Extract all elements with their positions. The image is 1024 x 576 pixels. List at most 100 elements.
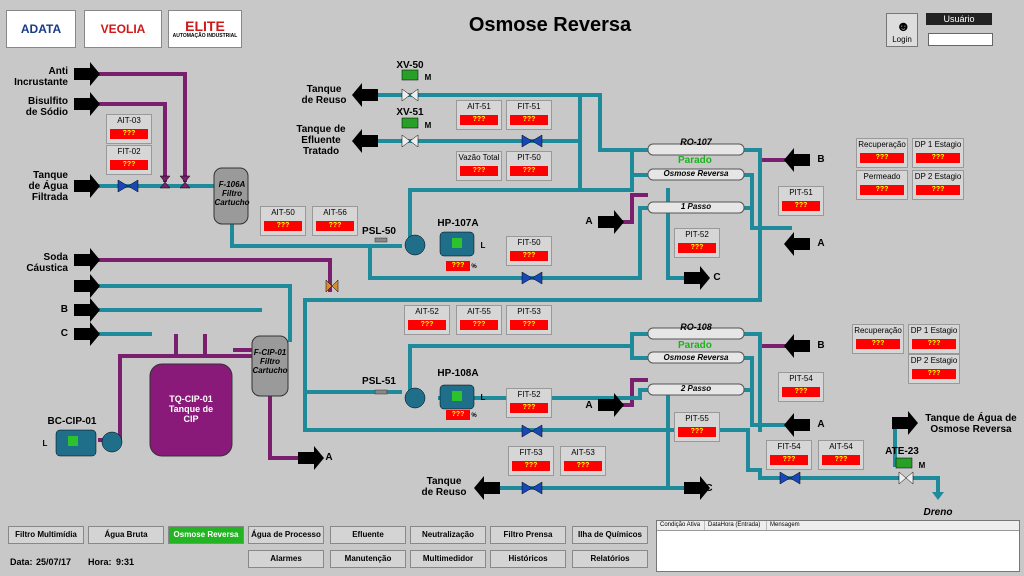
xv51-m-label: M <box>424 121 432 130</box>
veolia-logo: VEOLIA <box>84 10 162 48</box>
date-label: Data: <box>10 557 33 567</box>
ate23-label: ATE-23 <box>885 446 919 457</box>
ait55-display: AIT-55??? <box>456 305 502 335</box>
alarm-col-datahora: DataHora (Entrada) <box>705 521 767 530</box>
connector-a-3: A <box>817 238 825 249</box>
fit51-display: FIT-51??? <box>506 100 552 130</box>
alarm-col-condicao: Condição Ativa <box>657 521 705 530</box>
hp107a-value: ??? <box>446 261 470 271</box>
nav-manutencao[interactable]: Manutenção <box>330 550 406 568</box>
user-field[interactable] <box>928 33 993 46</box>
time-label: Hora: <box>88 557 112 567</box>
pit54-display: PIT-54??? <box>778 372 824 402</box>
bisulfito-label: Bisulfito de Sódio <box>25 96 68 118</box>
ro108-status: Parado <box>678 340 712 351</box>
nav-filtro-prensa[interactable]: Filtro Prensa <box>490 526 566 544</box>
ait56-display: AIT-56??? <box>312 206 358 236</box>
connector-a-4: A <box>817 419 825 430</box>
hp108a-value: ??? <box>446 410 470 420</box>
fit54-display: FIT-54??? <box>766 440 812 470</box>
nav-osmose-reversa[interactable]: Osmose Reversa <box>168 526 244 544</box>
ait54-display: AIT-54??? <box>818 440 864 470</box>
ro108-label: RO-108 <box>680 322 712 332</box>
tanque-agua-or-label: Tanque de Água de Osmose Reversa <box>925 413 1017 435</box>
connector-a-1: A <box>585 216 593 227</box>
nav-efluente[interactable]: Efluente <box>330 526 406 544</box>
nav-filtro-multimidia[interactable]: Filtro Multimídia <box>8 526 84 544</box>
ro107-label: RO-107 <box>680 137 712 147</box>
anti-incrustante-label: Anti Incrustante <box>14 66 68 88</box>
nav-historicos[interactable]: Históricos <box>490 550 566 568</box>
bc-cip-l-label: L <box>42 439 48 448</box>
login-label: Login <box>892 35 912 44</box>
nav-agua-bruta[interactable]: Água Bruta <box>88 526 164 544</box>
ate23-m-label: M <box>918 461 926 470</box>
ro108-osmose-label: Osmose Reversa <box>663 353 729 362</box>
xv50-m-label: M <box>424 73 432 82</box>
dp2-estagio-2-display: DP 2 Estagio??? <box>908 354 960 384</box>
pit51-display: PIT-51??? <box>778 186 824 216</box>
hp107a-pct: % <box>471 264 477 270</box>
hp107a-l-label: L <box>480 241 486 250</box>
tanque-reuso-2-label: Tanque de Reuso <box>421 476 467 498</box>
elite-logo: ELITE AUTOMAÇÃO INDUSTRIAL <box>168 10 242 48</box>
ait53-display: AIT-53??? <box>560 446 606 476</box>
fit53-display: FIT-53??? <box>508 446 554 476</box>
alarm-col-mensagem: Mensagem <box>770 522 800 528</box>
connector-b-1: B <box>817 154 825 165</box>
page-title: Osmose Reversa <box>468 14 632 36</box>
hp108a-l-label: L <box>480 393 486 402</box>
hp107a-label: HP-107A <box>437 218 479 229</box>
tq-cip-label: TQ-CIP-01 Tanque de CIP <box>168 394 214 424</box>
soda-caustica-label: Soda Cáustica <box>26 252 68 274</box>
alarm-panel[interactable]: Condição Ativa DataHora (Entrada) Mensag… <box>656 520 1020 572</box>
xv50-label: XV-50 <box>396 60 424 71</box>
nav-alarmes[interactable]: Alarmes <box>248 550 324 568</box>
nav-relatorios[interactable]: Relatórios <box>572 550 648 568</box>
nav-neutralizacao[interactable]: Neutralização <box>410 526 486 544</box>
dp1-estagio-2-display: DP 1 Estagio??? <box>908 324 960 354</box>
vazao-display: Vazão Total??? <box>456 151 502 181</box>
time-value: 9:31 <box>116 557 135 567</box>
ait03-display: AIT-03??? <box>106 114 152 144</box>
xv51-label: XV-51 <box>396 107 424 118</box>
f106a-label: F-106A Filtro Cartucho <box>214 180 250 207</box>
login-button[interactable]: ☻ Login <box>886 13 918 47</box>
pit50-display: PIT-50??? <box>506 151 552 181</box>
ro107-osmose-label: Osmose Reversa <box>663 169 729 178</box>
fit52-display: FIT-52??? <box>506 388 552 418</box>
user-label: Usuário <box>926 13 992 25</box>
fit02-display: FIT-02??? <box>106 145 152 175</box>
hp108a-label: HP-108A <box>437 368 479 379</box>
adata-logo: ADATA <box>6 10 76 48</box>
ait50-display: AIT-50??? <box>260 206 306 236</box>
dreno-label: Dreno <box>923 507 953 518</box>
tanque-reuso-1-label: Tanque de Reuso <box>301 84 347 106</box>
ait52-display: AIT-52??? <box>404 305 450 335</box>
dp1-estagio-1-display: DP 1 Estagio??? <box>912 138 964 168</box>
elite-subtitle: AUTOMAÇÃO INDUSTRIAL <box>172 33 238 39</box>
hp108a-pct: % <box>471 413 477 419</box>
nav-ilha-quimicos[interactable]: Ilha de Químicos <box>572 526 648 544</box>
alarm-header: Condição Ativa DataHora (Entrada) Mensag… <box>657 521 1019 531</box>
ro107-status: Parado <box>678 155 712 166</box>
fit50-display: FIT-50??? <box>506 236 552 266</box>
recuperacao-1-display: Recuperação??? <box>856 138 908 168</box>
connector-c-1: C <box>713 272 721 283</box>
nav-agua-processo[interactable]: Água de Processo <box>248 526 324 544</box>
tanque-agua-filtrada-label: Tanque de Água Filtrada <box>28 170 68 203</box>
nav-multimedidor[interactable]: Multimedidor <box>410 550 486 568</box>
connector-a-5: A <box>325 452 333 463</box>
user-icon: ☻ <box>896 18 911 34</box>
pit52-display: PIT-52??? <box>674 228 720 258</box>
ro107-passo-label: 1 Passo <box>680 202 712 211</box>
connector-b-2: B <box>817 340 825 351</box>
permeado-display: Permeado??? <box>856 170 908 200</box>
dp2-estagio-1-display: DP 2 Estagio??? <box>912 170 964 200</box>
ait51-display: AIT-51??? <box>456 100 502 130</box>
input-c-label: C <box>60 328 68 339</box>
pit55-display: PIT-55??? <box>674 412 720 442</box>
input-b-label: B <box>60 304 68 315</box>
